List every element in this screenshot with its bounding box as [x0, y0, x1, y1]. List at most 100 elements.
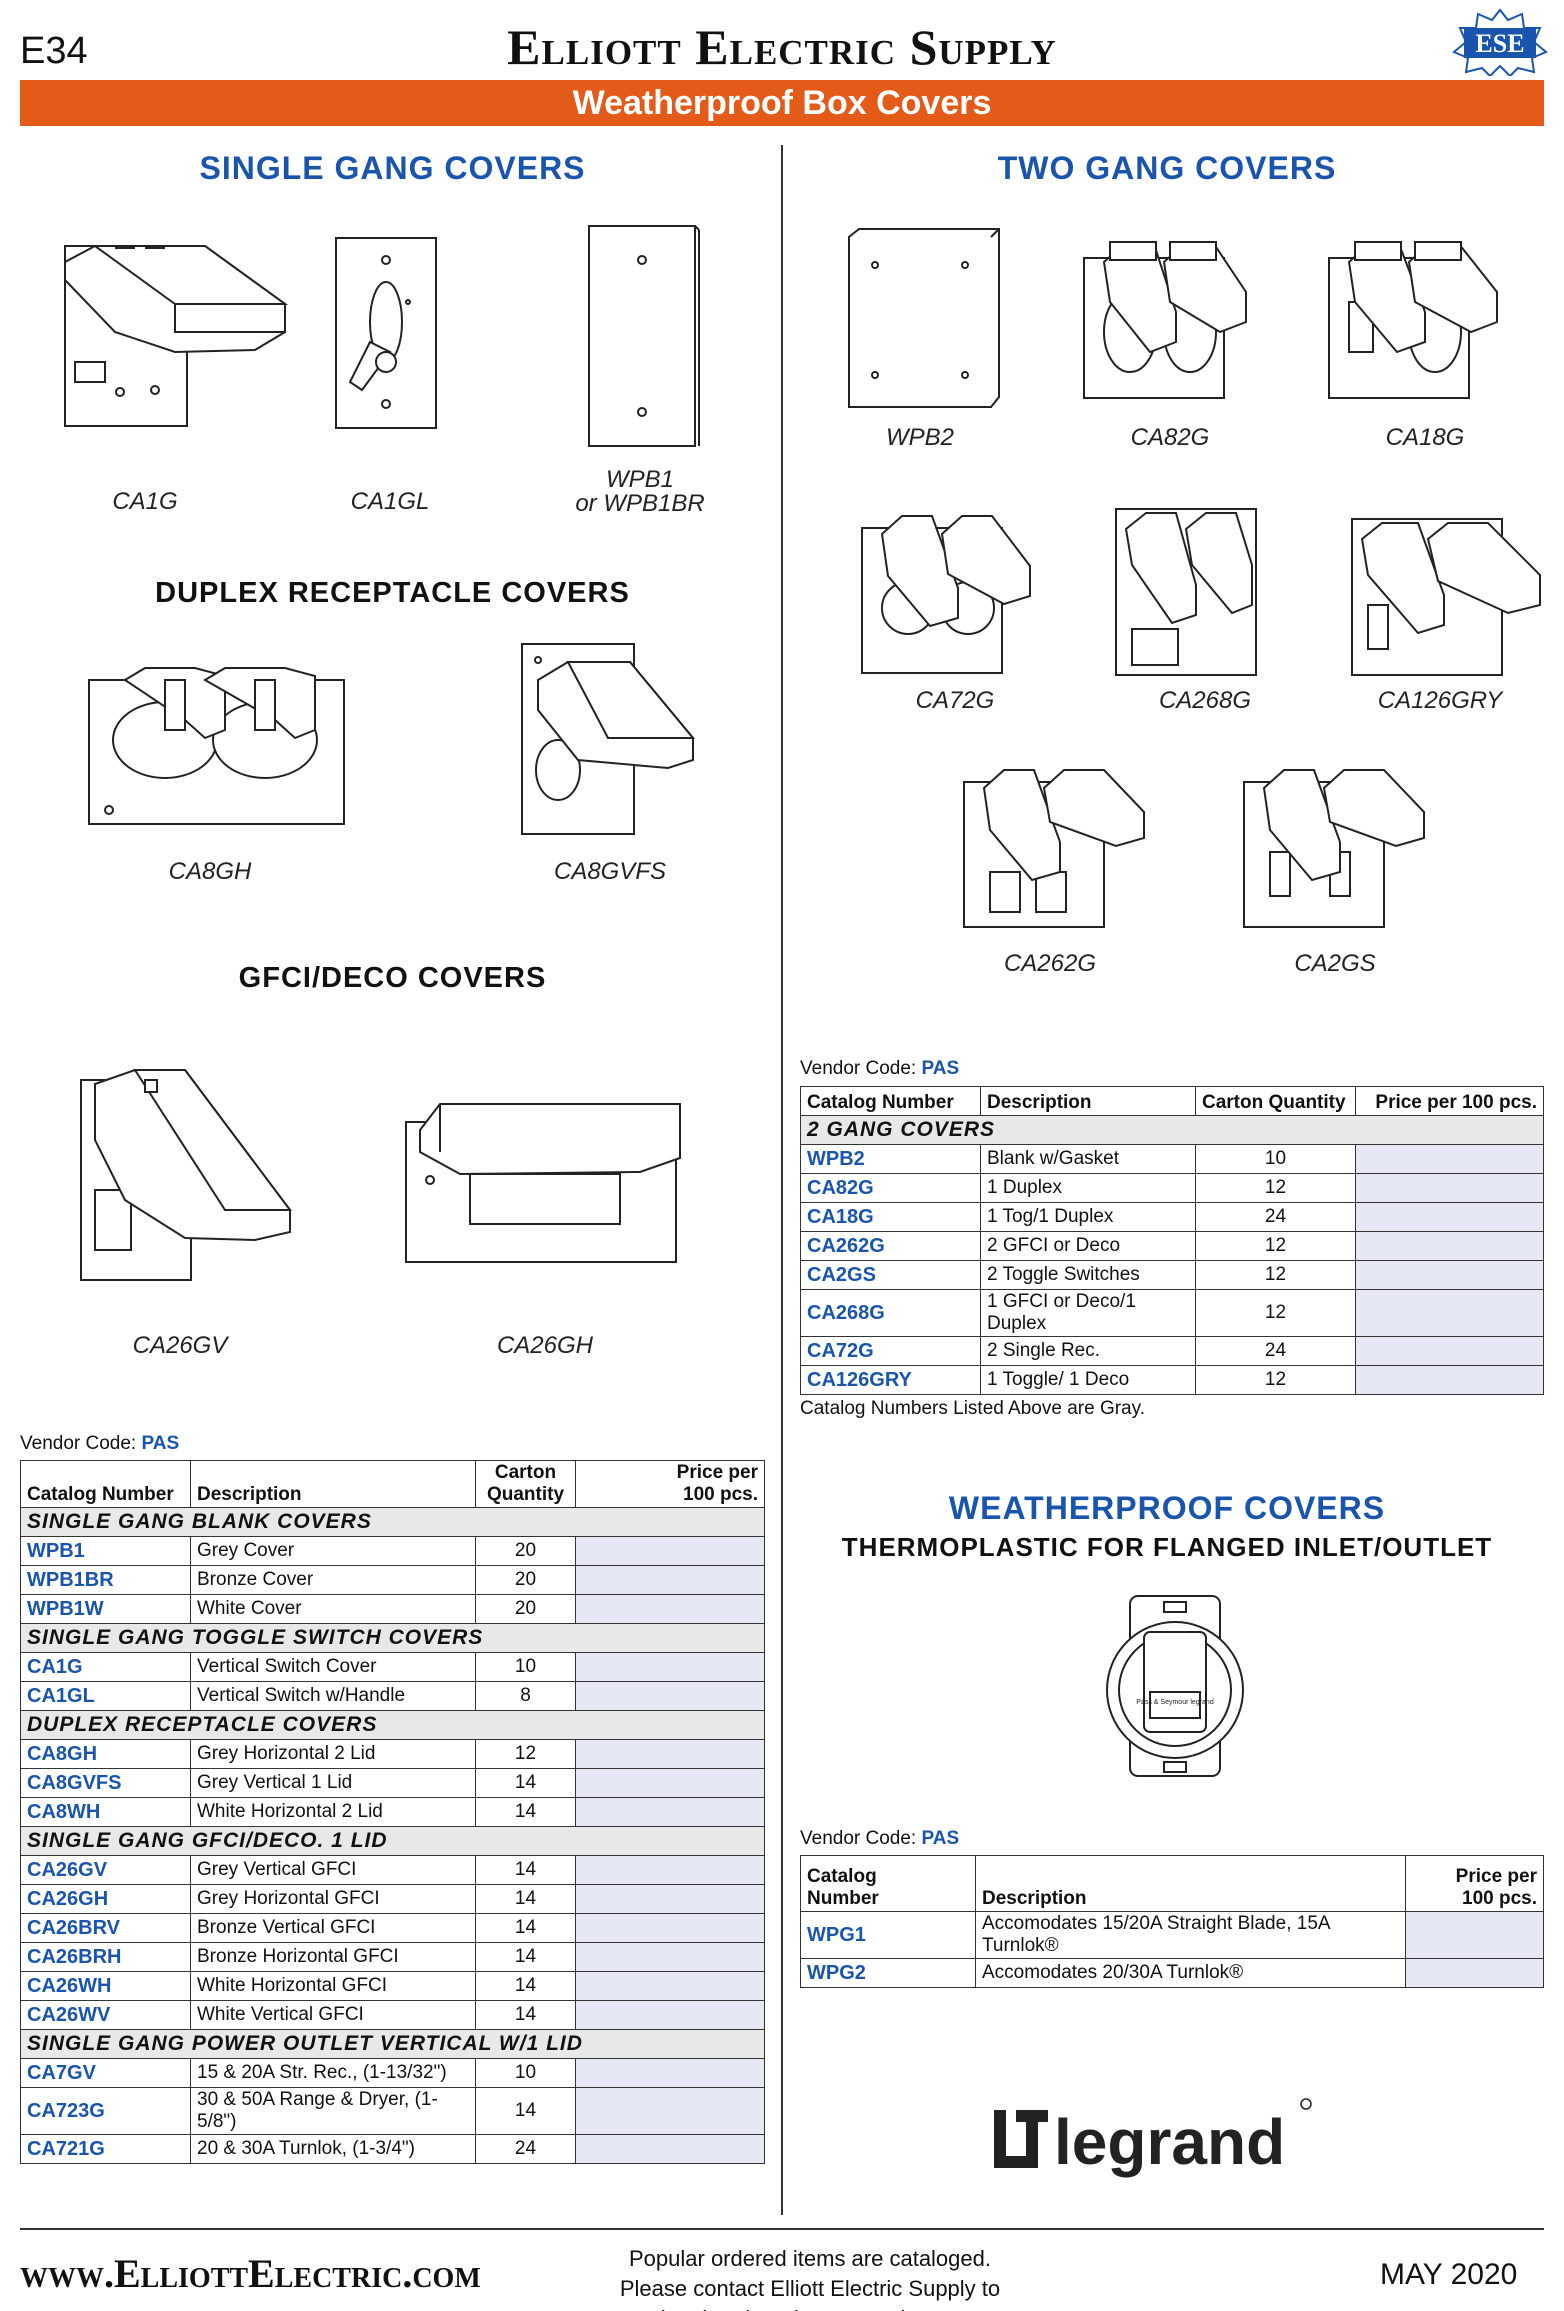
legrand-logo-icon: legrand	[994, 2098, 1312, 2178]
catalog-number-link[interactable]: WPB1BR	[20, 1565, 191, 1595]
catalog-number-link[interactable]: CA262G	[800, 1231, 981, 1261]
price-cell	[575, 1739, 765, 1769]
catalog-number-link[interactable]: CA82G	[800, 1173, 981, 1203]
caption-wpb1: WPB1 or WPB1BR	[545, 468, 735, 516]
catalog-number-link[interactable]: CA72G	[800, 1336, 981, 1366]
ca262g-illustration	[963, 769, 1145, 928]
catalog-number-link[interactable]: CA268G	[800, 1289, 981, 1337]
vendor-label: Vendor Code:	[800, 1828, 917, 1849]
catalog-number-link[interactable]: WPB1W	[20, 1594, 191, 1624]
price-cell	[1405, 1911, 1544, 1959]
vendor-label: Vendor Code:	[800, 1058, 917, 1079]
quantity-cell: 14	[475, 1971, 576, 2001]
price-cell	[1355, 1173, 1544, 1203]
catalog-number-link[interactable]: WPB2	[800, 1144, 981, 1174]
two-gang-price-table: Catalog Number Description Carton Quanti…	[800, 1086, 1544, 1395]
header-number: Number	[807, 1888, 879, 1909]
description-cell: Accomodates 20/30A Turnlok®	[975, 1958, 1406, 1988]
group-row: SINGLE GANG BLANK COVERS	[20, 1507, 765, 1537]
group-label: SINGLE GANG TOGGLE SWITCH COVERS	[20, 1623, 765, 1653]
caption-ca1gl: CA1GL	[350, 488, 430, 515]
footer-website-link[interactable]: www.ElliottElectric.com	[20, 2251, 481, 2296]
quantity-cell: 10	[475, 2058, 576, 2088]
quantity-cell: 12	[475, 1739, 576, 1769]
description-cell: White Cover	[190, 1594, 476, 1624]
group-row: 2 GANG COVERS	[800, 1115, 1544, 1145]
price-cell	[575, 1855, 765, 1885]
price-cell	[575, 1942, 765, 1972]
catalog-number-link[interactable]: CA1G	[20, 1652, 191, 1682]
vendor-code: PAS	[921, 1828, 960, 1849]
description-cell: Vertical Switch Cover	[190, 1652, 476, 1682]
ca1gl-illustration	[335, 237, 437, 429]
footer-note: Popular ordered items are cataloged. Ple…	[619, 2246, 1001, 2311]
group-label: SINGLE GANG BLANK COVERS	[20, 1507, 765, 1537]
catalog-number-link[interactable]: CA2GS	[800, 1260, 981, 1290]
caption-ca268g: CA268G	[1158, 687, 1252, 714]
quantity-cell: 14	[475, 1768, 576, 1798]
caption-ca8gh: CA8GH	[168, 858, 252, 885]
price-cell	[1355, 1289, 1544, 1337]
header-price-line2: 100 pcs.	[1462, 1888, 1537, 1909]
description-cell: 1 GFCI or Deco/1 Duplex	[980, 1289, 1196, 1337]
catalog-number-link[interactable]: CA8GVFS	[20, 1768, 191, 1798]
ca8gh-illustration	[88, 667, 345, 825]
weatherproof-title: WEATHERPROOF COVERS	[948, 1490, 1386, 1526]
group-label: SINGLE GANG POWER OUTLET VERTICAL W/1 LI…	[20, 2029, 765, 2059]
catalog-number-link[interactable]: CA26GH	[20, 1884, 191, 1914]
quantity-cell: 14	[475, 1913, 576, 1943]
header-carton-quantity: Carton Quantity	[1195, 1086, 1356, 1116]
quantity-cell: 12	[1195, 1289, 1356, 1337]
duplex-title: DUPLEX RECEPTACLE COVERS	[155, 577, 630, 609]
left-vendor-code: Vendor Code: PAS	[20, 1433, 179, 1455]
caption-ca262g: CA262G	[1003, 950, 1097, 977]
group-row: DUPLEX RECEPTACLE COVERS	[20, 1710, 765, 1740]
catalog-number-link[interactable]: CA8WH	[20, 1797, 191, 1827]
catalog-number-link[interactable]: WPB1	[20, 1536, 191, 1566]
brand-title: Elliott Electric Supply	[507, 19, 1057, 75]
quantity-cell: 8	[475, 1681, 576, 1711]
catalog-number-link[interactable]: CA26WV	[20, 2000, 191, 2030]
caption-ca8gvfs: CA8GVFS	[553, 858, 667, 885]
catalog-number-link[interactable]: CA26WH	[20, 1971, 191, 2001]
description-cell: Grey Horizontal GFCI	[190, 1884, 476, 1914]
description-cell: 2 GFCI or Deco	[980, 1231, 1196, 1261]
catalog-number-link[interactable]: CA1GL	[20, 1681, 191, 1711]
quantity-cell: 10	[475, 1652, 576, 1682]
catalog-number-link[interactable]: CA26BRV	[20, 1913, 191, 1943]
header-price-line1: Price per	[1455, 1866, 1537, 1887]
header-description: Description	[975, 1855, 1406, 1912]
price-cell	[575, 1681, 765, 1711]
catalog-number-link[interactable]: CA723G	[20, 2087, 191, 2135]
description-cell: Bronze Vertical GFCI	[190, 1913, 476, 1943]
catalog-number-link[interactable]: CA721G	[20, 2134, 191, 2164]
price-cell	[575, 2058, 765, 2088]
price-cell	[575, 1565, 765, 1595]
catalog-number-link[interactable]: CA8GH	[20, 1739, 191, 1769]
price-cell	[1355, 1231, 1544, 1261]
legrand-text: legrand	[1054, 2106, 1285, 2178]
catalog-number-link[interactable]: WPG2	[800, 1958, 976, 1988]
catalog-number-link[interactable]: WPG1	[800, 1911, 976, 1959]
catalog-number-link[interactable]: CA18G	[800, 1202, 981, 1232]
catalog-number-link[interactable]: CA26GV	[20, 1855, 191, 1885]
logo-text: ESE	[1475, 29, 1524, 58]
catalog-number-link[interactable]: CA7GV	[20, 2058, 191, 2088]
price-cell	[575, 1536, 765, 1566]
price-cell	[575, 2000, 765, 2030]
catalog-number-link[interactable]: CA126GRY	[800, 1365, 981, 1395]
group-row: SINGLE GANG POWER OUTLET VERTICAL W/1 LI…	[20, 2029, 765, 2059]
footer-date: MAY 2020	[1380, 2258, 1518, 2291]
description-cell: Accomodates 15/20A Straight Blade, 15A T…	[975, 1911, 1406, 1959]
catalog-number-link[interactable]: CA26BRH	[20, 1942, 191, 1972]
